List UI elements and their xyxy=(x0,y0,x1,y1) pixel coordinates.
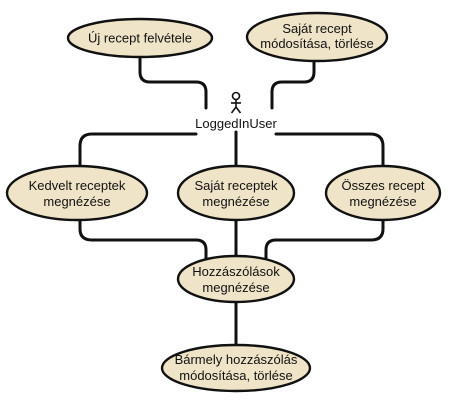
use-case-edit-any-comment-ellipse xyxy=(160,343,312,393)
use-case-label-line-2: megnézése xyxy=(43,194,110,209)
connectors xyxy=(78,55,385,347)
use-case-view-comments[interactable]: Hozzászólások megnézése xyxy=(176,254,296,304)
use-case-view-all-ellipse xyxy=(324,164,442,222)
use-case-label-line-1: Saját receptek xyxy=(194,178,278,193)
use-case-label-line-1: Saját recept xyxy=(282,21,352,36)
use-case-label-line-2: megnézése xyxy=(202,194,269,209)
use-case-view-own-ellipse xyxy=(176,164,296,222)
use-case-edit-own-recipe[interactable]: Saját recept módosítása, törlése xyxy=(245,11,389,63)
use-case-label-line-2: módosítása, törlése xyxy=(260,36,373,51)
use-case-label-line-2: megnézése xyxy=(202,280,269,295)
actor-logged-in-user[interactable]: LoggedInUser xyxy=(195,91,278,132)
use-case-label-line-1: Összes recept xyxy=(341,178,424,193)
use-case-view-comments-ellipse xyxy=(176,254,296,304)
use-case-view-own[interactable]: Saját receptek megnézése xyxy=(176,164,296,222)
use-case-view-all[interactable]: Összes recept megnézése xyxy=(324,164,442,222)
use-case-edit-own-recipe-ellipse xyxy=(245,11,389,63)
use-case-new-recipe[interactable]: Új recept felvétele xyxy=(66,17,214,59)
stick-figure-icon xyxy=(230,91,242,114)
use-case-view-favorites-ellipse xyxy=(5,164,149,222)
use-case-label-line-1: Bármely hozzászólás xyxy=(175,352,298,367)
connector-new-recipe xyxy=(138,55,208,110)
use-case-label-line-2: módosítása, törlése xyxy=(179,368,292,383)
connector-edit-own-recipe xyxy=(270,59,316,110)
use-case-label-line-1: Hozzászólások xyxy=(192,264,280,279)
connector-view-favorites xyxy=(78,132,198,168)
use-case-label: Új recept felvétele xyxy=(88,31,192,46)
use-case-label-line-1: Kedvelt receptek xyxy=(29,178,126,193)
connector-view-all xyxy=(274,132,385,168)
connector-all-comments xyxy=(264,218,385,260)
use-case-new-recipe-ellipse xyxy=(66,17,214,59)
use-case-label-line-2: megnézése xyxy=(349,194,416,209)
use-case-edit-any-comment[interactable]: Bármely hozzászólás módosítása, törlése xyxy=(160,343,312,393)
actor-label: LoggedInUser xyxy=(195,116,277,131)
connector-favorites-comments xyxy=(78,218,208,260)
use-case-view-favorites[interactable]: Kedvelt receptek megnézése xyxy=(5,164,149,222)
